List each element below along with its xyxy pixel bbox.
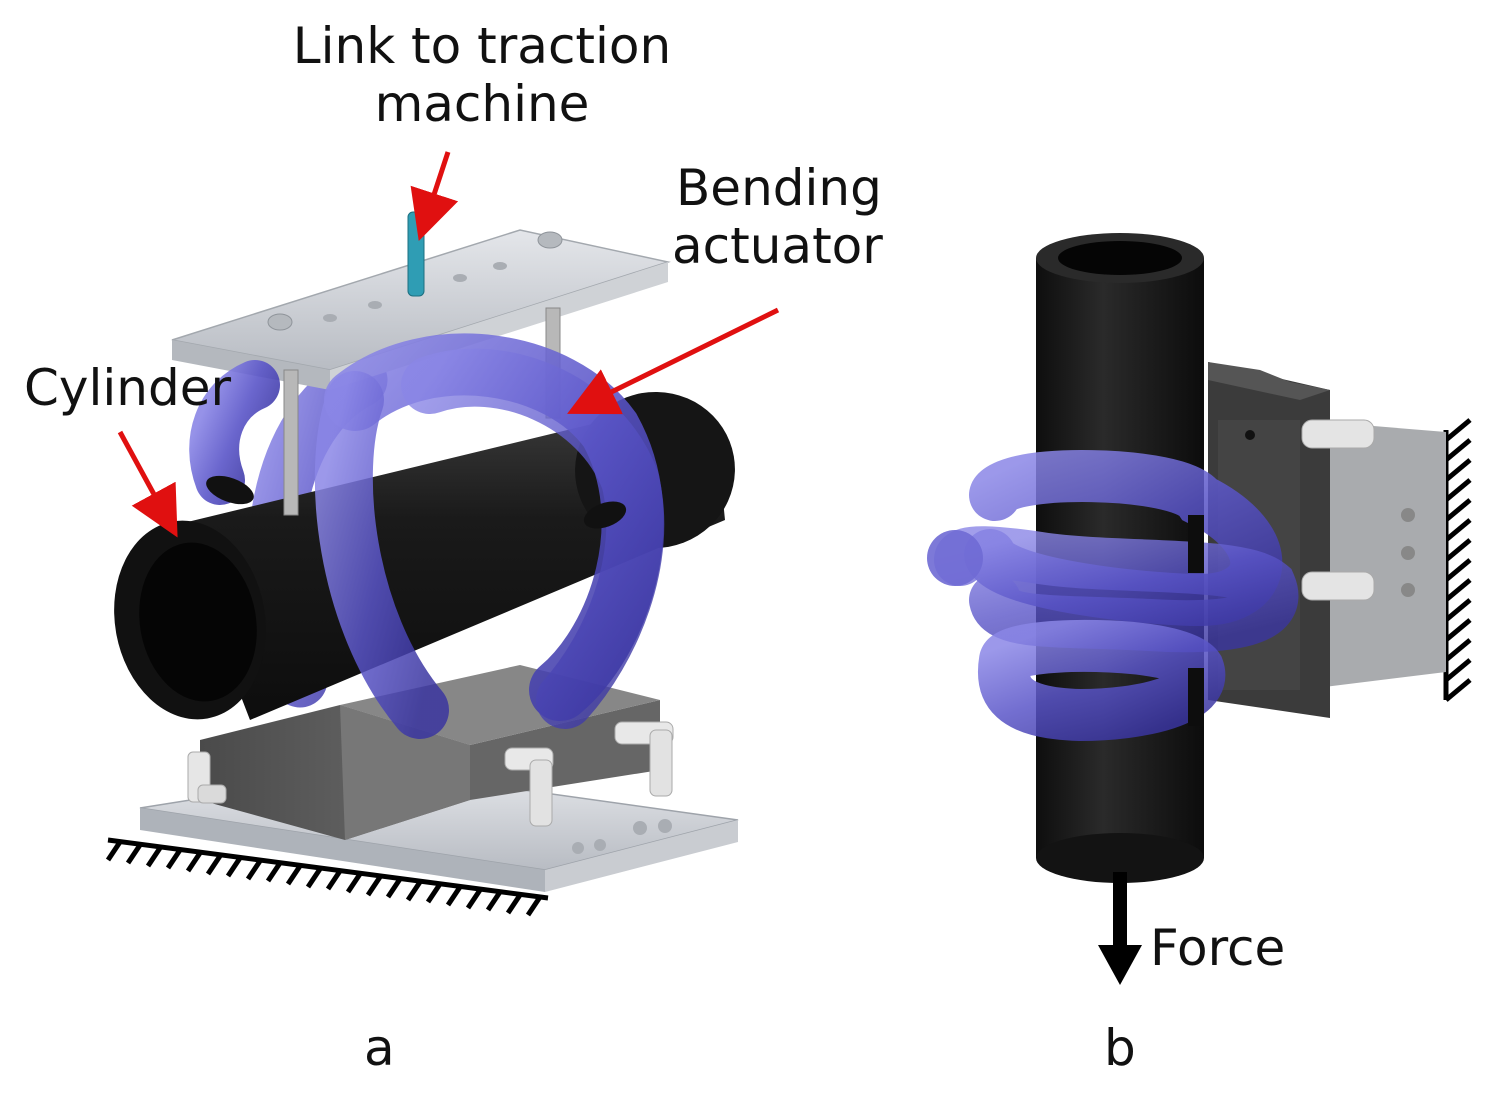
elbow-fitting-icon — [614, 721, 674, 797]
actuator-label-line1: Bending — [676, 159, 882, 217]
elbow-fitting-icon — [504, 747, 554, 827]
panel-b-illustration — [927, 233, 1472, 985]
callout-arrows — [117, 151, 780, 538]
link-label-line1: Link to traction — [292, 17, 672, 75]
link-rod — [407, 211, 425, 297]
force-arrow-icon — [1098, 872, 1142, 985]
bending-actuator-rings — [189, 333, 665, 739]
wall-hatch-icon — [1443, 418, 1472, 702]
elbow-fitting-icon — [1301, 419, 1375, 449]
panel-a-illustration — [105, 211, 739, 917]
actuator-callout-arrow — [567, 307, 780, 415]
link-callout-arrow — [410, 151, 459, 242]
actuator-label: Bending actuator — [672, 159, 883, 275]
wall-bracket — [1300, 420, 1446, 690]
actuator-label-line2: actuator — [672, 216, 883, 275]
cylinder-label: Cylinder — [24, 359, 232, 417]
panel-b-label: b — [1104, 1019, 1136, 1077]
elbow-fitting-icon — [187, 751, 227, 804]
link-label: Link to traction machine — [292, 17, 672, 133]
elbow-fitting-icon — [1301, 571, 1375, 601]
bending-actuator-coils — [927, 450, 1299, 742]
force-label: Force — [1150, 919, 1286, 977]
cylinder-callout-arrow — [117, 430, 178, 538]
panel-a-label: a — [364, 1019, 395, 1077]
link-label-line2: machine — [374, 74, 590, 133]
ground-hatch-icon — [105, 837, 549, 917]
